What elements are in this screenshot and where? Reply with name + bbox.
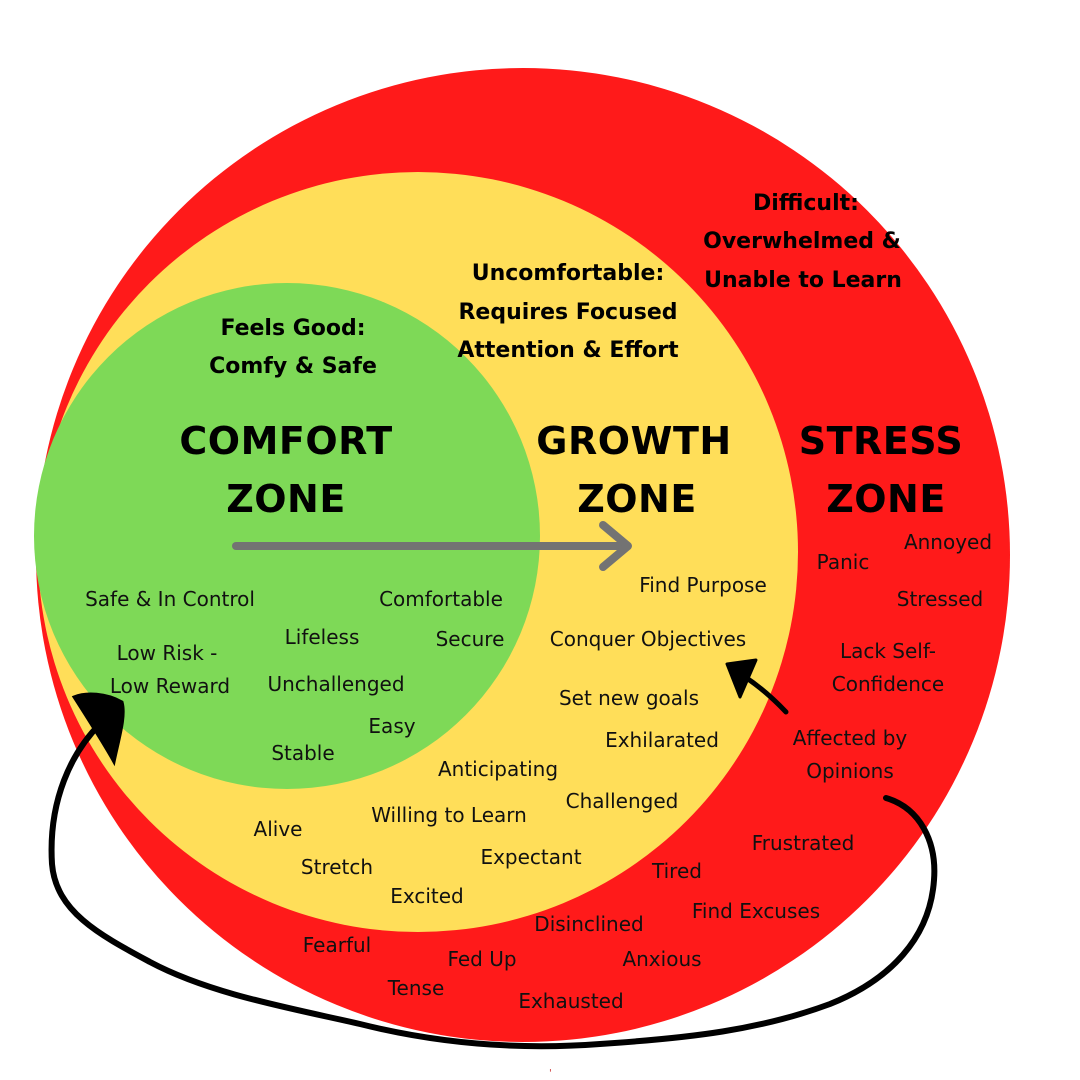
stress-subtitle-line1: Difficult: bbox=[753, 191, 859, 216]
stress-feeling: Tense bbox=[387, 976, 445, 1000]
growth-feeling: Find Purpose bbox=[639, 573, 767, 597]
stress-feeling: Fearful bbox=[303, 933, 371, 957]
growth-subtitle-line1: Uncomfortable: bbox=[472, 261, 665, 286]
comfort-feeling: Unchallenged bbox=[267, 672, 404, 696]
stress-title-line1: STRESS bbox=[799, 419, 964, 463]
growth-feeling: Excited bbox=[390, 884, 464, 908]
comfort-feeling: Comfortable bbox=[379, 587, 503, 611]
stress-feeling: Fed Up bbox=[447, 947, 516, 971]
arrow-up-left-icon bbox=[725, 658, 789, 715]
stress-subtitle-line2: Overwhelmed & bbox=[703, 229, 901, 254]
growth-feeling: Willing to Learn bbox=[371, 803, 527, 827]
growth-title-line2: ZONE bbox=[577, 477, 697, 521]
stress-feeling: Confidence bbox=[832, 672, 944, 696]
growth-feeling: Anticipating bbox=[438, 757, 558, 781]
stress-feeling: Affected by bbox=[793, 726, 908, 750]
comfort-feeling: Low Reward bbox=[110, 674, 230, 698]
stress-feeling: Find Excuses bbox=[692, 899, 820, 923]
stress-feeling: Disinclined bbox=[534, 912, 643, 936]
stress-feeling: Opinions bbox=[806, 759, 894, 783]
stress-feeling: Annoyed bbox=[904, 530, 992, 554]
comfort-zone-circle bbox=[34, 283, 540, 789]
stress-feeling: Tired bbox=[651, 859, 702, 883]
stress-feeling: Frustrated bbox=[752, 831, 855, 855]
growth-subtitle-line3: Attention & Effort bbox=[457, 338, 679, 363]
hand-drawn-loop-icon bbox=[48, 692, 938, 1050]
growth-feeling: Expectant bbox=[480, 845, 581, 869]
comfort-subtitle-line1: Feels Good: bbox=[220, 316, 365, 341]
stray-mark: ' bbox=[549, 1068, 552, 1079]
stress-subtitle-line3: Unable to Learn bbox=[704, 268, 902, 293]
growth-feeling: Challenged bbox=[566, 789, 679, 813]
comfort-title-line1: COMFORT bbox=[179, 419, 392, 463]
stress-title-line2: ZONE bbox=[826, 477, 946, 521]
growth-feeling: Alive bbox=[254, 817, 303, 841]
comfort-subtitle-line2: Comfy & Safe bbox=[209, 354, 377, 379]
comfort-feeling: Lifeless bbox=[285, 625, 360, 649]
comfort-feeling: Safe & In Control bbox=[85, 587, 255, 611]
growth-title-line1: GROWTH bbox=[536, 419, 731, 463]
comfort-feeling: Easy bbox=[368, 714, 415, 738]
stress-feeling: Anxious bbox=[622, 947, 701, 971]
growth-subtitle-line2: Requires Focused bbox=[458, 300, 677, 325]
growth-feeling: Set new goals bbox=[559, 686, 699, 710]
stress-feeling: Stressed bbox=[897, 587, 983, 611]
growth-feeling: Stretch bbox=[301, 855, 373, 879]
arrow-right-icon bbox=[232, 521, 632, 571]
comfort-feeling: Secure bbox=[436, 627, 505, 651]
stress-feeling: Lack Self- bbox=[840, 639, 936, 663]
stress-feeling: Exhausted bbox=[518, 989, 623, 1013]
comfort-feeling: Stable bbox=[271, 741, 334, 765]
growth-feeling: Exhilarated bbox=[605, 728, 719, 752]
comfort-title-line2: ZONE bbox=[226, 477, 346, 521]
comfort-feeling: Low Risk - bbox=[117, 641, 218, 665]
growth-feeling: Conquer Objectives bbox=[550, 627, 746, 651]
stress-feeling: Panic bbox=[817, 550, 870, 574]
